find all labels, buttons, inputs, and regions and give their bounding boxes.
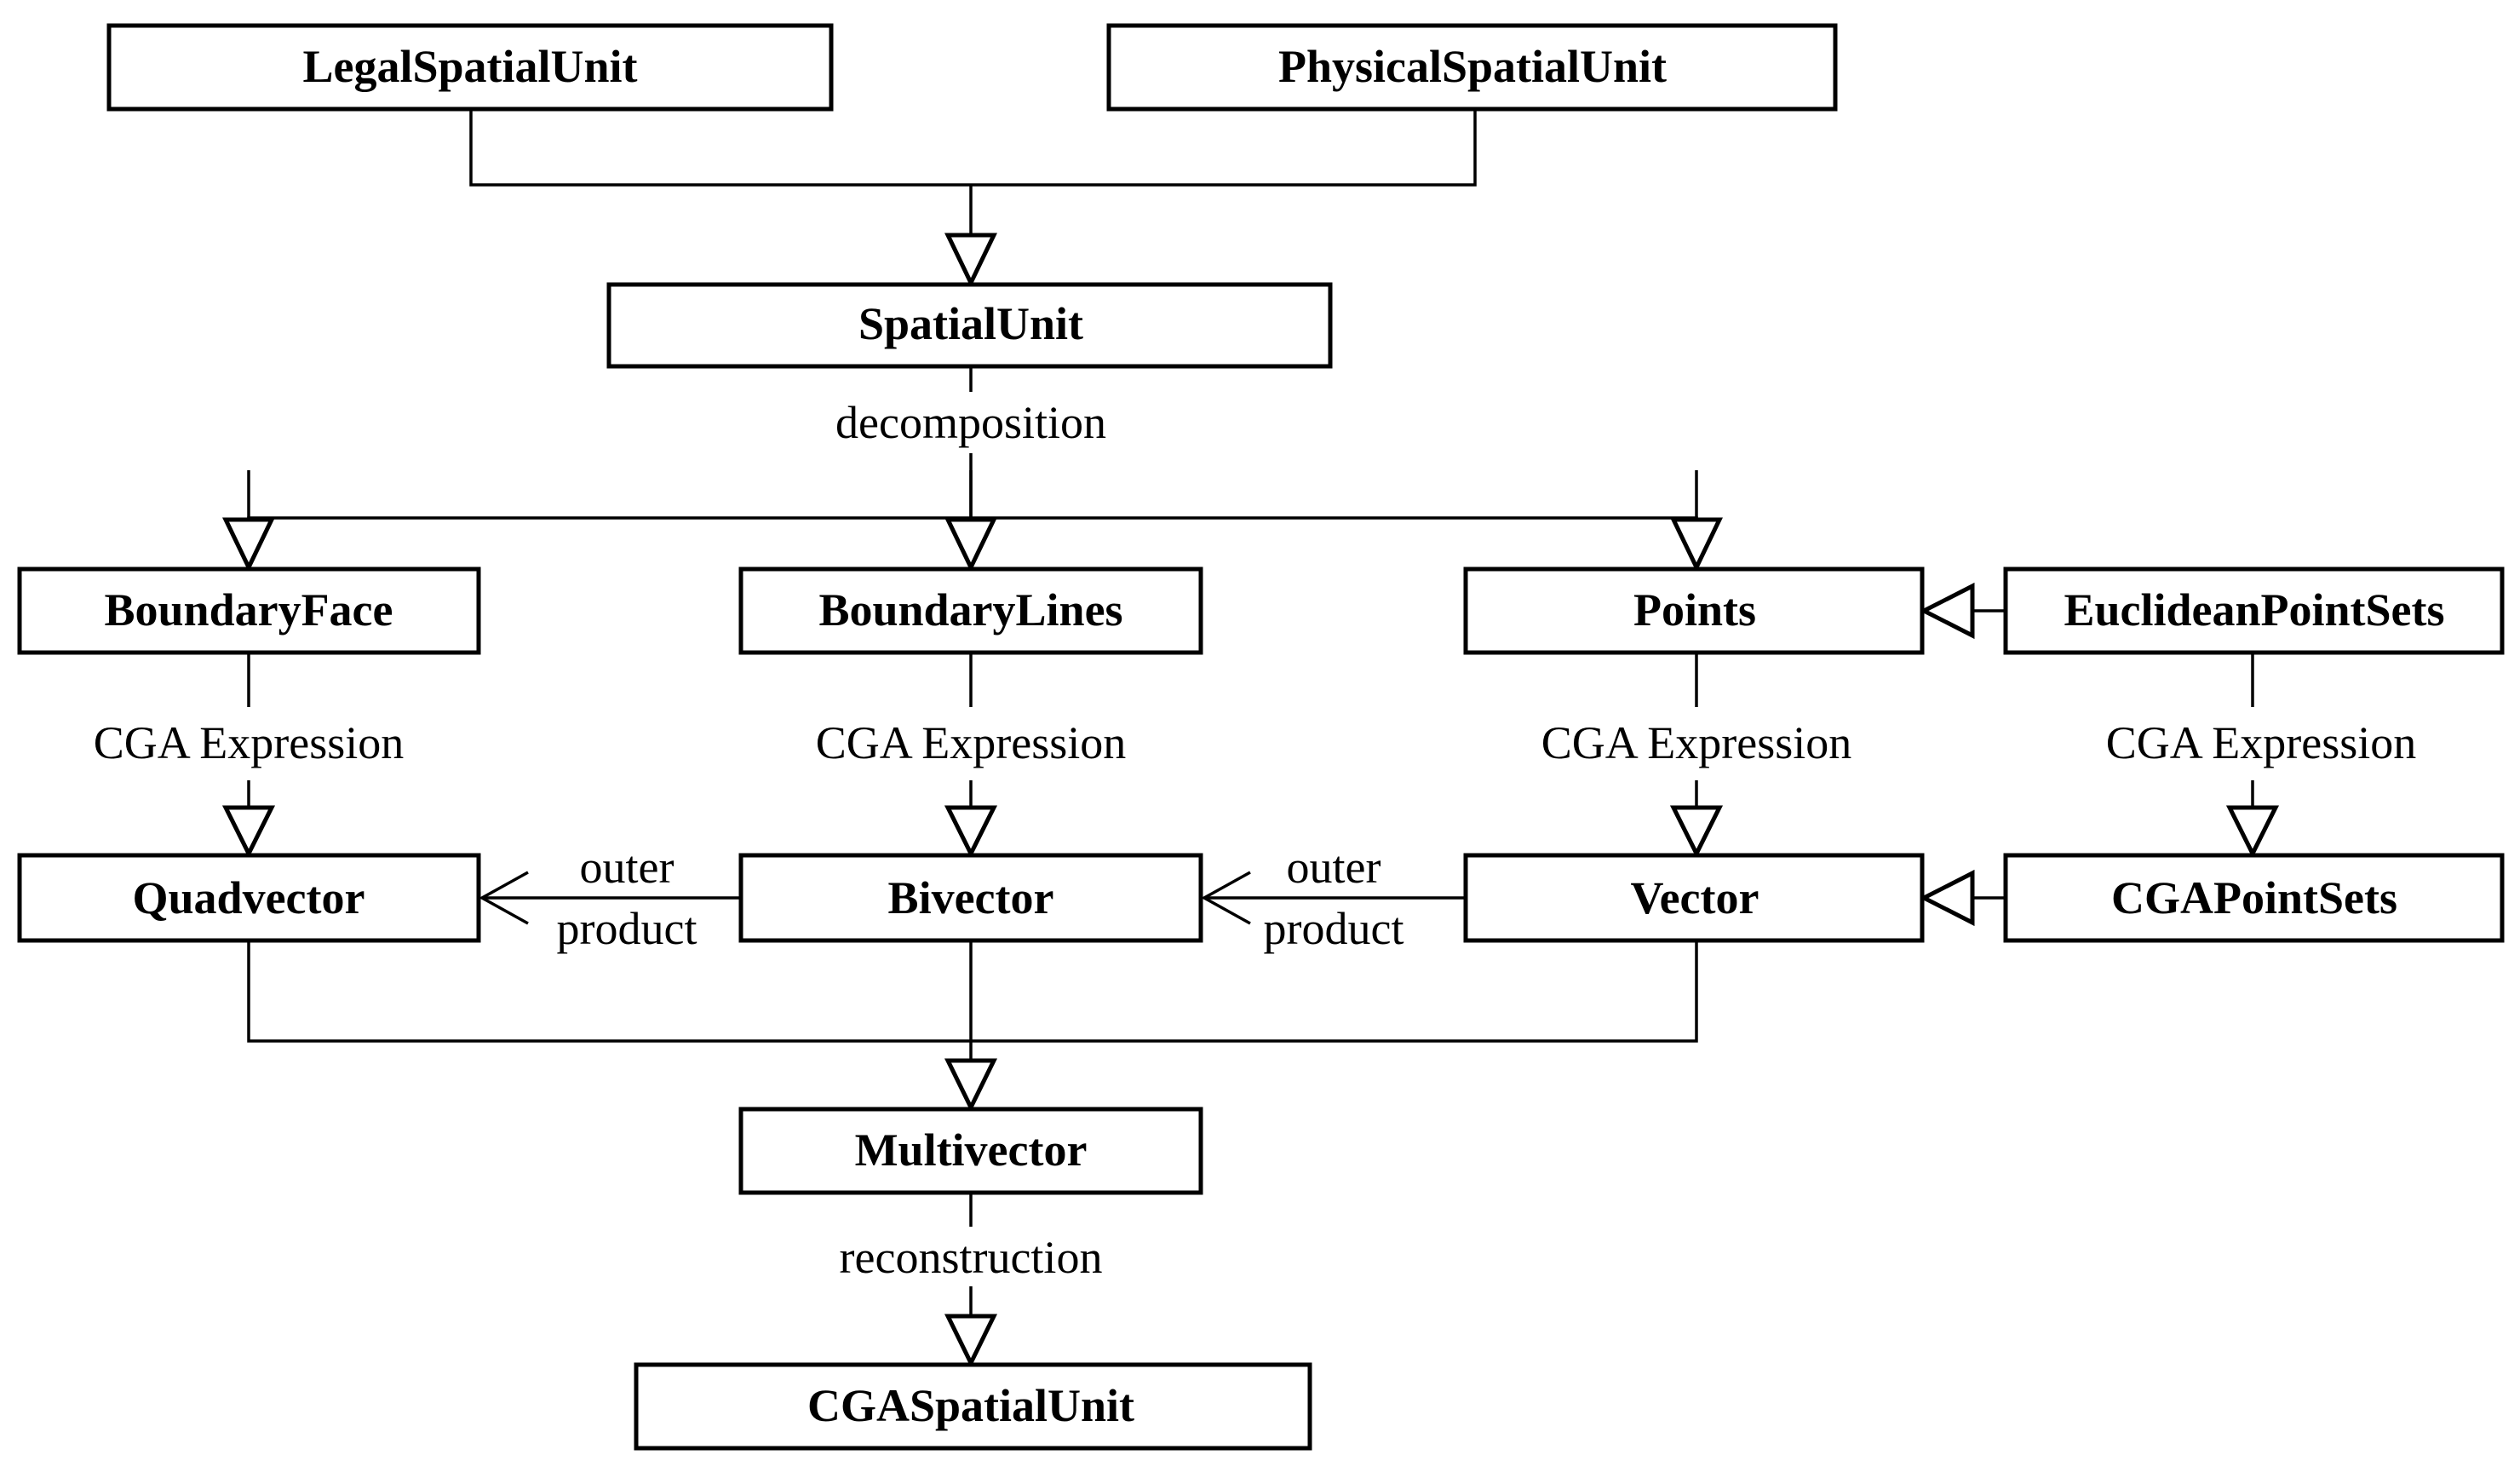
class-cga-spatial-unit: CGASpatialUnit <box>634 1362 1312 1451</box>
class-cga-point-sets: CGAPointSets <box>2003 853 2505 943</box>
generalization-arrowhead-boundarylines <box>944 517 997 572</box>
class-bivector: Bivector <box>738 853 1203 943</box>
class-multivector: Multivector <box>738 1107 1203 1195</box>
class-name: CGASpatialUnit <box>807 1380 1134 1431</box>
label-cga-expression-boundarylines: CGA Expression <box>816 717 1127 768</box>
class-name: PhysicalSpatialUnit <box>1278 41 1667 92</box>
class-name: SpatialUnit <box>858 298 1083 349</box>
label-reconstruction: reconstruction <box>840 1232 1103 1283</box>
class-name: EuclideanPointSets <box>2064 584 2444 635</box>
generalization-arrowhead-vector <box>1669 805 1724 859</box>
class-name: Quadvector <box>133 872 365 923</box>
class-name: LegalSpatialUnit <box>302 41 637 92</box>
class-physical-spatial-unit: PhysicalSpatialUnit <box>1106 23 1838 112</box>
class-name: Multivector <box>855 1124 1088 1176</box>
connector-physical-to-spatialunit <box>971 109 1477 187</box>
label-cga-expression-points: CGA Expression <box>1541 717 1852 768</box>
class-name: Bivector <box>888 872 1054 923</box>
generalization-arrowhead-vector-side <box>1919 869 1975 927</box>
class-name: CGAPointSets <box>2111 872 2397 923</box>
class-name: Points <box>1633 584 1756 635</box>
class-quadvector: Quadvector <box>17 853 481 943</box>
class-name: BoundaryLines <box>818 584 1122 635</box>
open-arrowhead-quadvector <box>479 871 529 925</box>
label-product-left: product <box>557 903 697 954</box>
label-product-right: product <box>1264 903 1404 954</box>
class-points: Points <box>1463 566 1925 655</box>
connector-legal-to-spatialunit <box>469 109 971 187</box>
label-cga-expression-euclidean: CGA Expression <box>2106 717 2417 768</box>
generalization-arrowhead-boundaryface <box>222 517 275 572</box>
generalization-arrowhead-spatialunit <box>944 233 997 288</box>
label-decomposition: decomposition <box>835 397 1106 448</box>
class-euclidean-point-sets: EuclideanPointSets <box>2003 566 2505 655</box>
generalization-arrowhead-multivector <box>944 1058 998 1113</box>
class-vector: Vector <box>1463 853 1925 943</box>
class-spatial-unit: SpatialUnit <box>606 282 1333 369</box>
label-outer-right: outer <box>1287 842 1381 893</box>
generalization-arrowhead-bivector <box>944 805 998 859</box>
label-outer-left: outer <box>580 842 674 893</box>
generalization-arrowhead-cgapointsets <box>2225 805 2280 859</box>
generalization-arrowhead-points-side <box>1919 582 1975 640</box>
label-cga-expression-boundaryface: CGA Expression <box>94 717 405 768</box>
class-boundary-lines: BoundaryLines <box>738 566 1203 655</box>
generalization-arrowhead-cgaspatialunit <box>944 1314 998 1368</box>
generalization-arrowhead-quadvector <box>221 805 276 859</box>
generalization-arrowhead-points <box>1670 517 1723 572</box>
class-name: BoundaryFace <box>104 584 393 635</box>
class-legal-spatial-unit: LegalSpatialUnit <box>106 23 834 112</box>
connector-quadvector-to-multivector <box>247 940 1698 1043</box>
class-name: Vector <box>1631 872 1759 923</box>
class-boundary-face: BoundaryFace <box>17 566 481 655</box>
open-arrowhead-bivector <box>1201 871 1251 925</box>
